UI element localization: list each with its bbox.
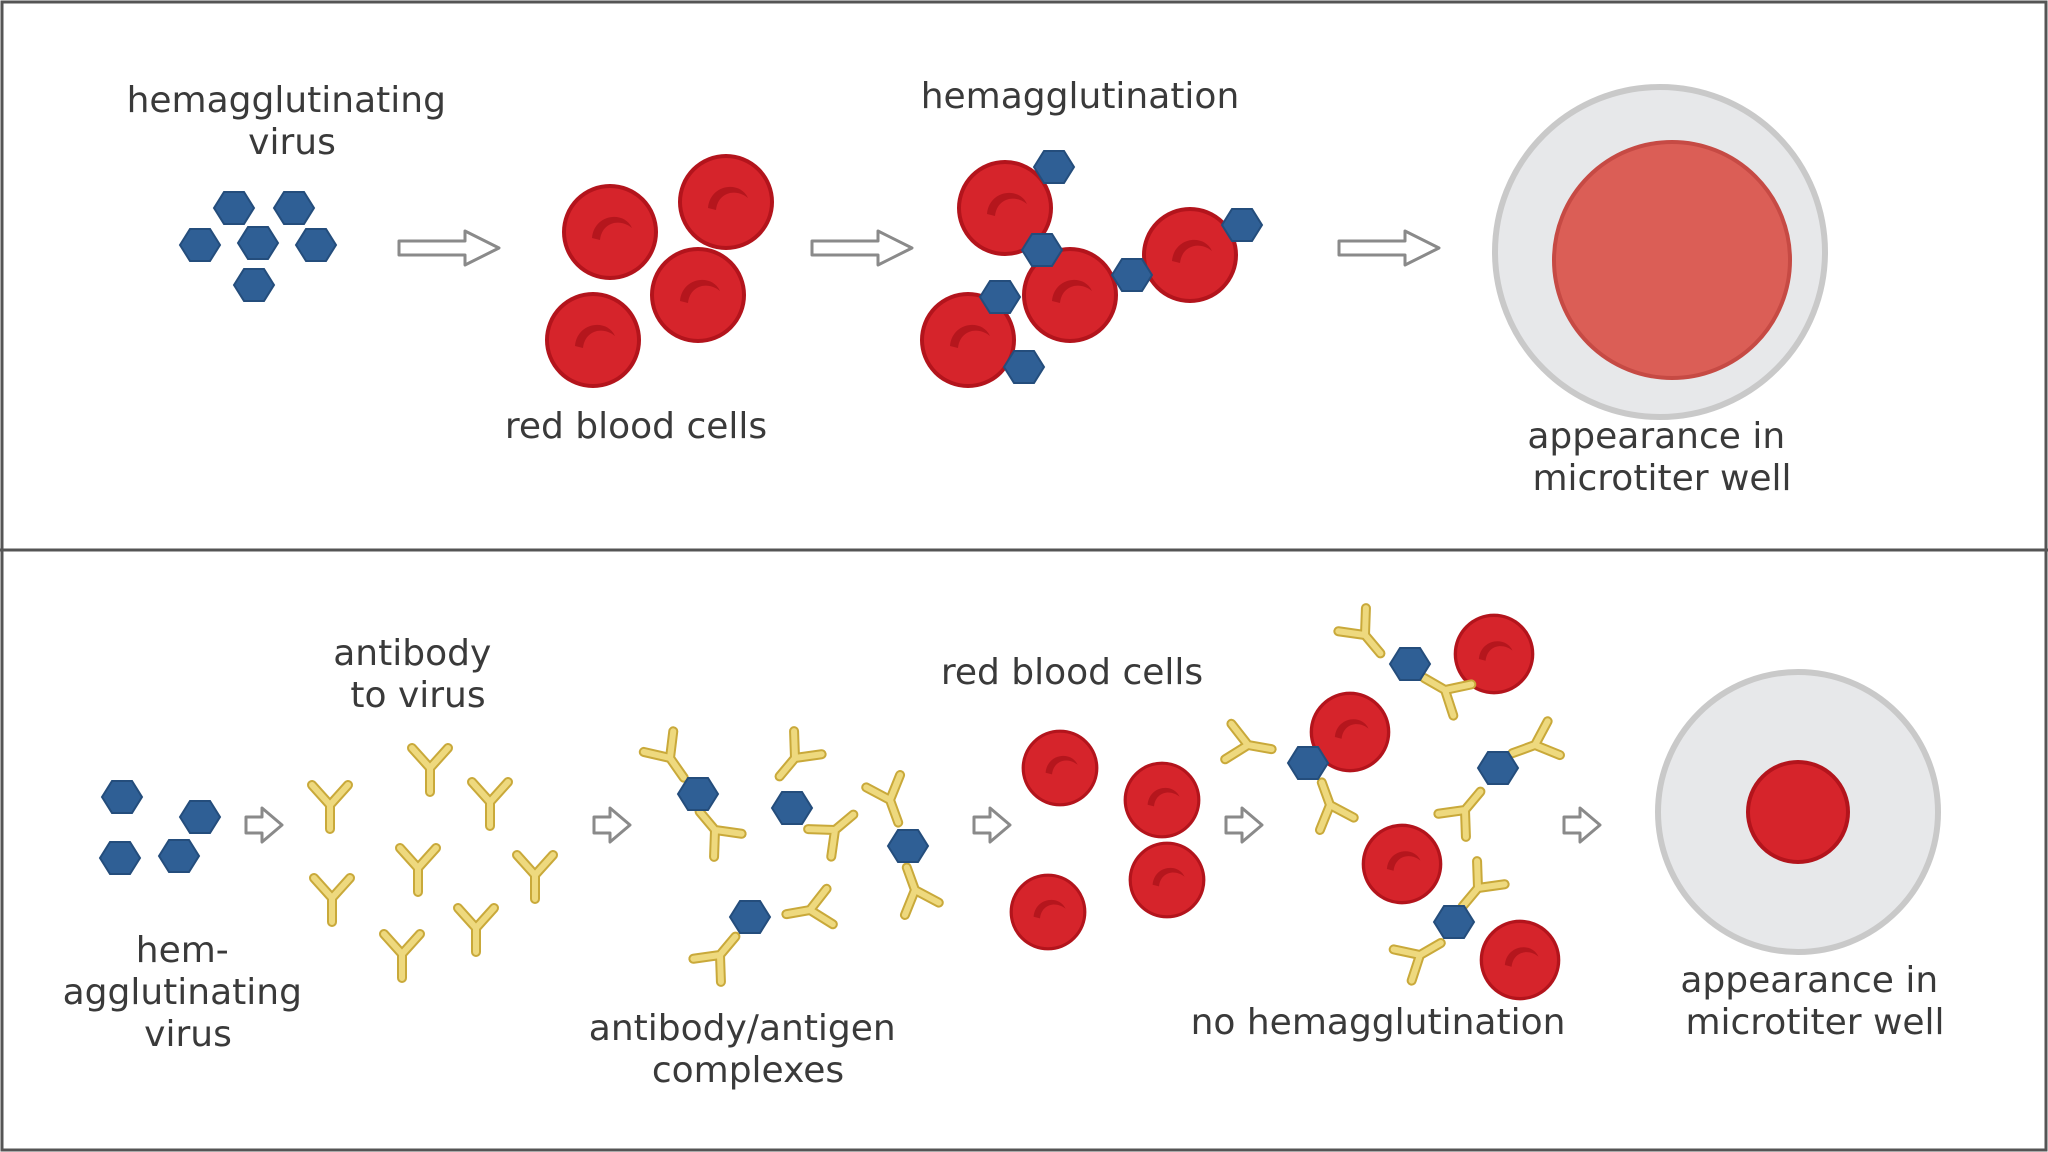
antibody [412,748,448,792]
antibody [1225,724,1275,767]
top-rbc-label: red blood cells [505,406,767,447]
red-blood-cell [678,154,774,250]
virus-particle [887,829,929,863]
virus-particle [179,228,221,262]
virus-particle [979,280,1021,314]
arrow-right-icon [810,229,914,267]
arrow-right-icon [1224,806,1264,844]
virus-particle [1287,746,1329,780]
antibody [312,785,348,829]
red-blood-cell [1123,761,1201,839]
bottom-virus-label: hem- agglutinating virus [63,930,314,1055]
arrow-right-icon [1337,229,1441,267]
red-blood-cell [1128,841,1206,919]
bottom-virus-group [99,780,221,875]
antibody [458,908,494,952]
virus-particle [677,777,719,811]
virus-particle [1389,647,1431,681]
free-antibodies [312,748,553,978]
antibody [890,861,939,915]
arrow-right-icon [244,806,284,844]
no-hemagglutination-mix [1225,608,1561,1001]
antibody [517,855,553,899]
antibody [808,801,865,857]
virus-particle [1033,150,1075,184]
top-well-label: appearance in microtiter well [1527,416,1796,499]
virus-particle [1433,905,1475,939]
virus-particle [273,191,315,225]
virus-particle [101,780,143,814]
virus-particle [729,900,771,934]
top-microtiter-well [1492,84,1828,420]
antibody-antigen-complexes [644,731,939,982]
antibody [766,731,822,788]
virus-particle [213,191,255,225]
antibody [314,878,350,922]
virus-particle [1111,258,1153,292]
hemagglutination-lattice [920,150,1263,388]
bottom-well-label: appearance in microtiter well [1680,960,1949,1043]
virus-particle [1003,350,1045,384]
red-blood-cell [1009,873,1087,951]
virus-particle [237,226,279,260]
virus-particle [295,228,337,262]
virus-particle [771,791,813,825]
virus-particle [1221,208,1263,242]
arrow-right-icon [592,806,632,844]
antibody-label: antibody to virus [333,633,502,716]
virus-particle [233,268,275,302]
bottom-panel: hem- agglutinating virus antibody to vir… [63,608,1949,1091]
antibody [783,889,833,932]
red-blood-cell [1361,823,1443,905]
bottom-microtiter-well [1655,669,1941,955]
virus-particle [99,841,141,875]
red-blood-cell [562,184,658,280]
bottom-rbc-label: red blood cells [941,652,1203,693]
red-blood-cell [650,247,746,343]
arrow-right-icon [1562,806,1602,844]
virus-particle [158,839,200,873]
hemagglutination-label: hemagglutination [921,76,1240,117]
antibody [1305,776,1354,830]
virus-particle [1021,233,1063,267]
virus-particle [179,800,221,834]
red-blood-cell [545,292,641,388]
bottom-rbc-group [1009,729,1206,951]
arrow-right-icon [972,806,1012,844]
antibody [384,934,420,978]
antibody [1338,608,1394,665]
antibody [472,782,508,826]
top-panel: hemagglutinating virus red blood cells h… [127,76,1828,499]
arrow-right-icon [397,229,501,267]
red-blood-cell [1479,919,1561,1001]
antibody [866,775,915,829]
red-blood-cell [1021,729,1099,807]
complexes-label: antibody/antigen complexes [589,1008,907,1091]
virus-particle [1477,751,1519,785]
no-hemagglutination-label: no hemagglutination [1191,1002,1566,1043]
antibody [1438,780,1494,837]
top-rbc-group [545,154,774,388]
top-virus-cluster [179,191,337,302]
top-virus-label: hemagglutinating virus [127,80,458,163]
antibody [400,848,436,892]
